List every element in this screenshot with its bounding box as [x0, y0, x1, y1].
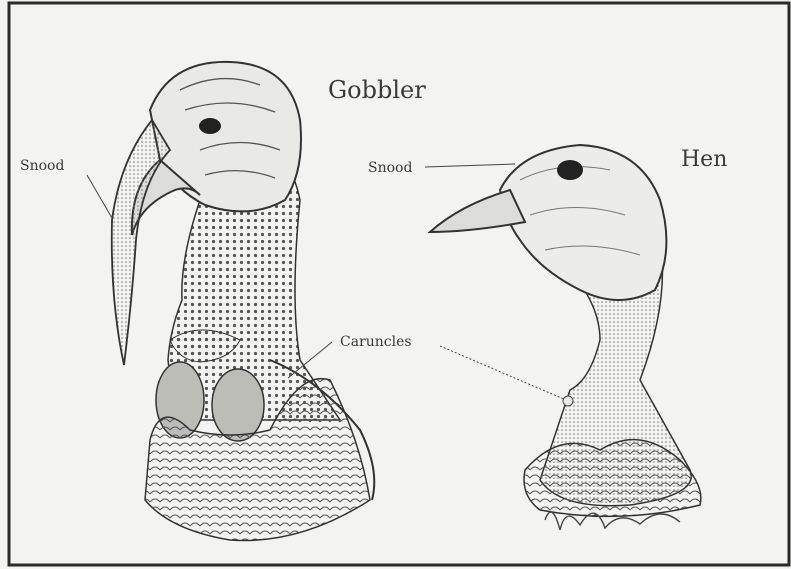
gobbler-caruncle-right: [212, 369, 264, 441]
caruncles-label: Caruncles: [340, 334, 412, 350]
gobbler-snood-label: Snood: [20, 158, 64, 174]
gobbler-eye: [199, 118, 221, 134]
gobbler-title: Gobbler: [328, 76, 426, 104]
hen-title: Hen: [681, 147, 727, 172]
hen-eye: [557, 160, 583, 180]
hen-snood-label: Snood: [368, 160, 412, 176]
